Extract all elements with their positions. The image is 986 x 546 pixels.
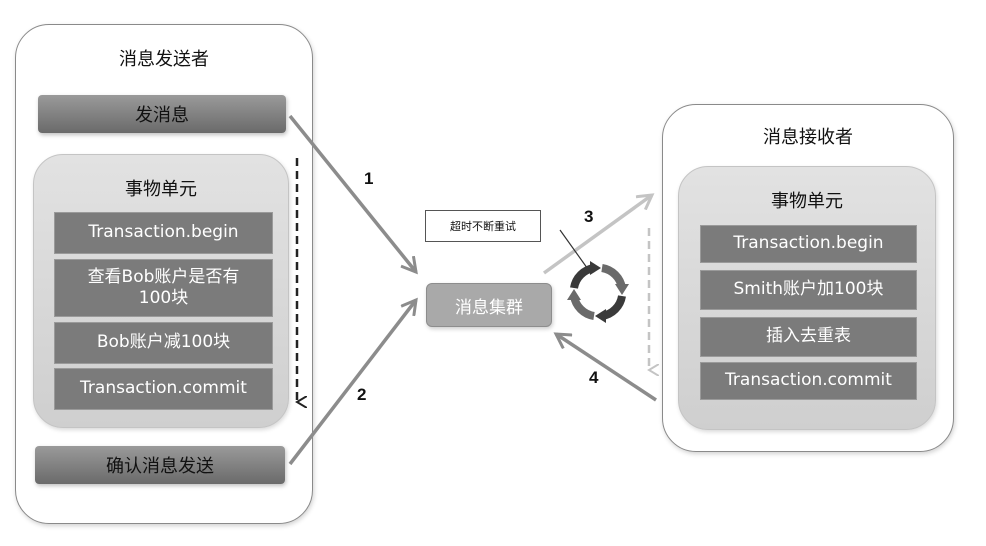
retry-note-label: 超时不断重试 [450, 220, 516, 233]
arrow-4 [556, 334, 657, 402]
arrow-label-3: 3 [584, 207, 594, 226]
sender-title: 消息发送者 [119, 49, 209, 70]
receiver-unit-title: 事物单元 [771, 191, 843, 212]
arrow-label-1: 1 [364, 169, 374, 188]
arrow-3 [542, 195, 652, 275]
arrow-label-4: 4 [589, 368, 599, 387]
arrow-label-2: 2 [357, 385, 367, 404]
message-cluster-label: 消息集群 [455, 297, 523, 318]
receiver-step-commit: Transaction.commit [700, 362, 917, 400]
send-message-label: 发消息 [135, 105, 189, 126]
sender-unit-title: 事物单元 [125, 179, 197, 200]
receiver-step-credit: Smith账户加100块 [700, 270, 917, 310]
arrow-1 [288, 114, 416, 272]
retry-note-pointer [559, 229, 591, 273]
receiver-step-dedup: 插入去重表 [700, 317, 917, 357]
send-message-box: 发消息 [38, 95, 286, 133]
receiver-title: 消息接收者 [763, 127, 853, 148]
message-cluster: 消息集群 [426, 283, 552, 327]
receiver-step-begin: Transaction.begin [700, 225, 917, 263]
sender-step-commit: Transaction.commit [54, 368, 273, 410]
sender-step-begin: Transaction.begin [54, 212, 273, 254]
sender-step-deduct: Bob账户减100块 [54, 322, 273, 364]
refresh-cycle-icon [567, 261, 629, 323]
arrow-2 [288, 300, 416, 466]
confirm-send-box: 确认消息发送 [35, 446, 285, 484]
retry-note: 超时不断重试 [425, 210, 541, 242]
sender-step-check: 查看Bob账户是否有100块 [54, 259, 273, 317]
confirm-send-label: 确认消息发送 [106, 456, 214, 477]
